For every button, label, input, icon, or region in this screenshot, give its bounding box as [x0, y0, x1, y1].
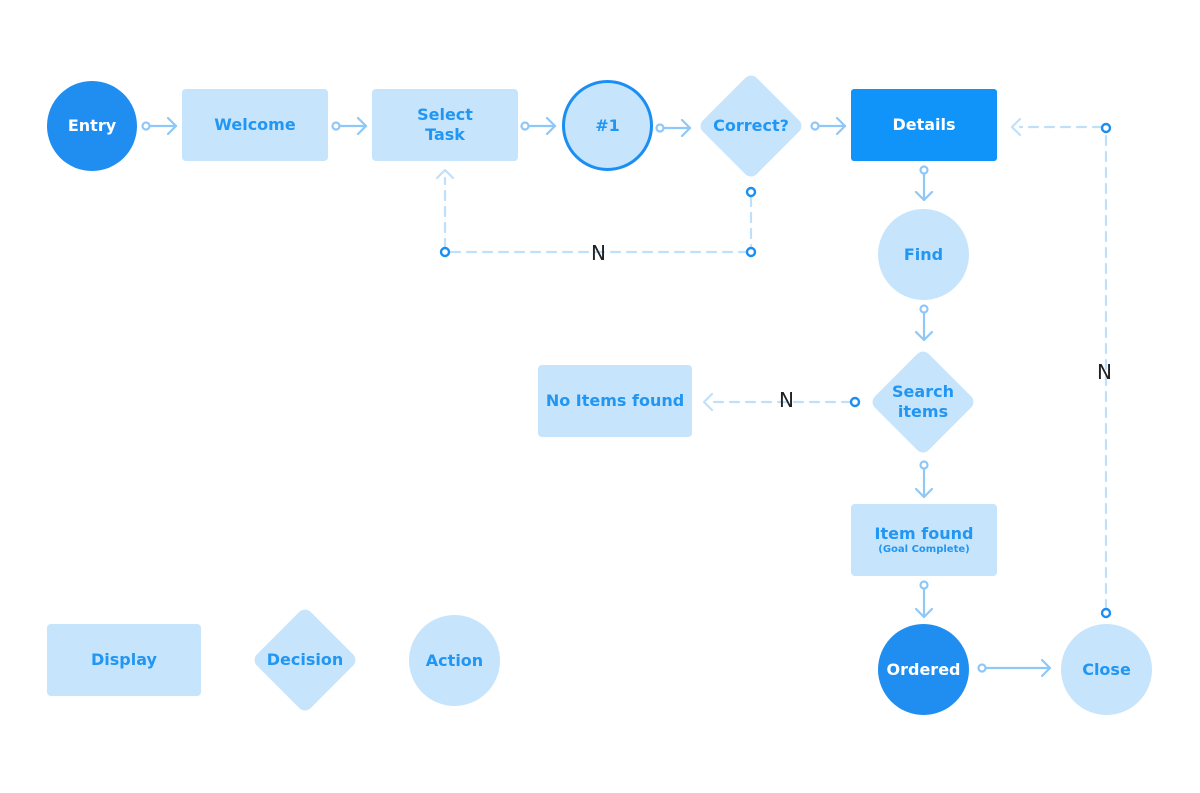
connector-dot	[849, 396, 861, 408]
node-details[interactable]: Details	[851, 89, 997, 161]
node-entry[interactable]: Entry	[47, 81, 137, 171]
node-find[interactable]: Find	[878, 209, 969, 300]
node-ordered[interactable]: Ordered	[878, 624, 969, 715]
arrow-ordered-close	[977, 658, 1052, 678]
node-correct-decision[interactable]: Correct?	[697, 72, 805, 180]
legend-decision: Decision	[251, 606, 359, 714]
connector-dot	[1100, 607, 1112, 619]
legend-display: Display	[47, 624, 201, 696]
connector-dot	[745, 246, 757, 258]
arrow-details-find	[914, 165, 934, 202]
arrow-entry-welcome	[141, 116, 178, 136]
legend-action: Action	[409, 615, 500, 706]
node-item-found[interactable]: Item found (Goal Complete)	[851, 504, 997, 576]
node-search-items-decision[interactable]: Search items	[869, 348, 977, 456]
arrow-search-item-found	[914, 460, 934, 499]
edge-label-search-no: N	[779, 388, 794, 412]
decision-label: Correct?	[713, 116, 789, 135]
item-found-note: (Goal Complete)	[878, 544, 970, 555]
item-found-label: Item found	[874, 524, 974, 543]
connector-dot	[439, 246, 451, 258]
edge-label-close-no: N	[1097, 360, 1112, 384]
dashed-close-no-loop	[1010, 117, 1108, 611]
arrow-welcome-select-task	[331, 116, 368, 136]
node-no-items-found[interactable]: No Items found	[538, 365, 692, 437]
arrow-step1-correct	[655, 118, 692, 138]
arrow-select-task-step1	[520, 116, 557, 136]
dashed-correct-no-loop	[435, 168, 753, 254]
arrow-find-search	[914, 304, 934, 342]
connector-dot	[745, 186, 757, 198]
arrow-item-found-ordered	[914, 580, 934, 619]
edge-label-correct-no: N	[591, 241, 606, 265]
arrow-correct-details	[810, 116, 847, 136]
node-select-task[interactable]: Select Task	[372, 89, 518, 161]
node-step-1[interactable]: #1	[562, 80, 653, 171]
decision-label: Decision	[266, 650, 344, 669]
dashed-search-no-branch	[702, 392, 853, 412]
connector-dot	[1100, 122, 1112, 134]
node-close[interactable]: Close	[1061, 624, 1152, 715]
node-welcome[interactable]: Welcome	[182, 89, 328, 161]
decision-label: Search items	[892, 382, 954, 421]
